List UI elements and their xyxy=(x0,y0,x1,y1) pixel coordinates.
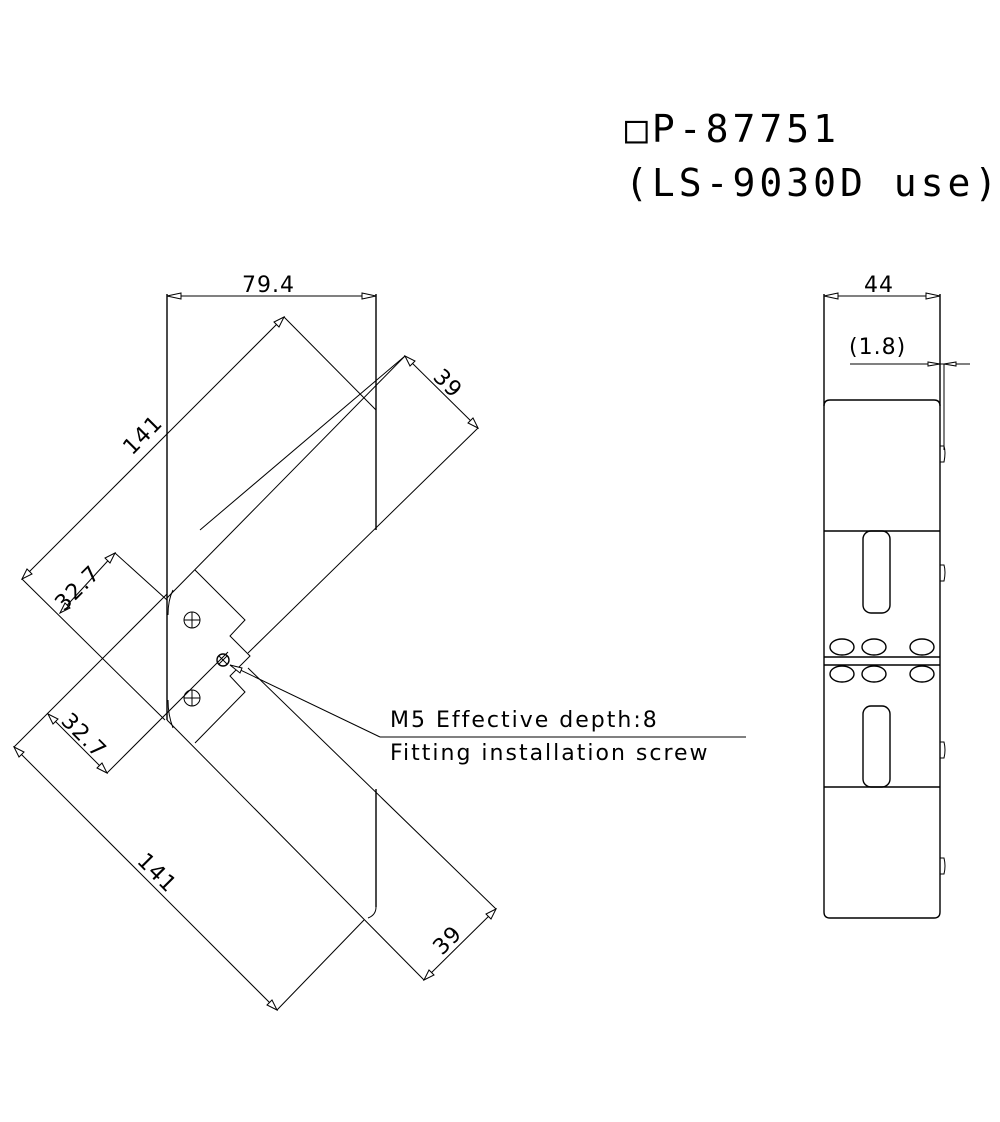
dim-line-141-upper xyxy=(21,316,285,580)
callout-line-1: M5 Effective depth:8 xyxy=(390,708,659,733)
part-number: □P-87751 xyxy=(625,107,840,151)
callout-line-2: Fitting installation screw xyxy=(390,741,710,766)
dim-1-8: (1.8) xyxy=(849,335,906,360)
mounting-hole-upper xyxy=(183,611,201,629)
oval-holes xyxy=(829,638,935,683)
slot-lower xyxy=(862,705,891,788)
slot-upper xyxy=(862,530,891,614)
dim-79-4: 79.4 xyxy=(242,273,295,298)
dim-line-141-lower xyxy=(13,746,278,1011)
callout-leader xyxy=(229,664,381,738)
dim-39-lower: 39 xyxy=(429,921,468,960)
mounting-hole-lower xyxy=(183,689,201,707)
dim-line-32-7-lower xyxy=(47,713,108,774)
right-view: 44 (1.8) xyxy=(823,273,970,919)
dim-32-7-lower: 32.7 xyxy=(56,709,111,764)
bracket-outline xyxy=(194,569,251,744)
dim-line-32-7-upper xyxy=(59,552,116,614)
dim-line-39-upper xyxy=(404,355,479,429)
title-block: □P-87751 (LS-9030D use) xyxy=(625,107,1000,205)
dim-39-upper: 39 xyxy=(428,365,467,404)
dim-141-lower: 141 xyxy=(132,849,181,898)
m5-screw-hole xyxy=(216,653,230,667)
dim-32-7-upper: 32.7 xyxy=(51,561,106,616)
dim-line-39-lower xyxy=(423,908,497,981)
usage-note: (LS-9030D use) xyxy=(625,161,1000,205)
left-view: 79.4 141 39 32.7 141 xyxy=(12,273,746,1012)
dim-141-upper: 141 xyxy=(119,411,168,460)
dim-44: 44 xyxy=(864,273,894,298)
